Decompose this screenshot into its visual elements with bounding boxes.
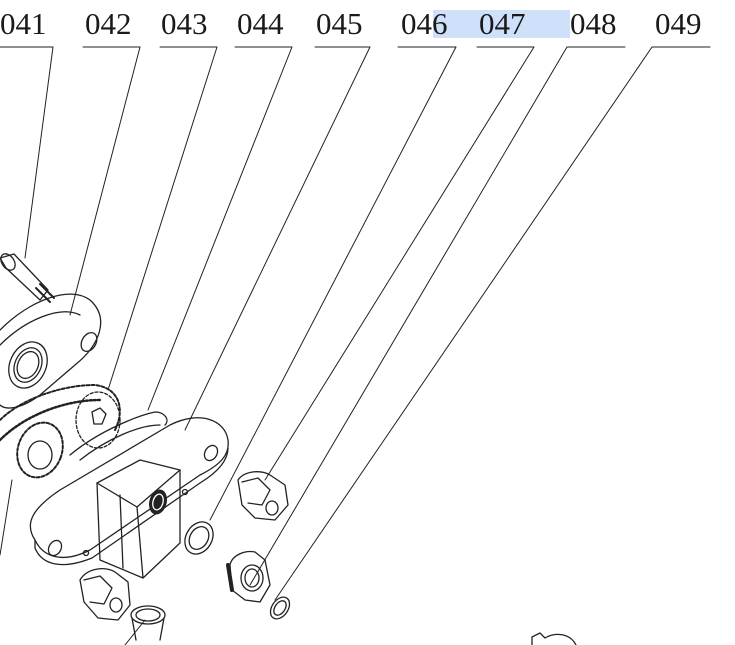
- callout-044: 044: [237, 6, 284, 41]
- leader-044: [147, 46, 293, 411]
- sealing-washer-046: [184, 521, 214, 555]
- callout-049: 049: [655, 6, 702, 41]
- leader-042: [69, 46, 141, 316]
- callout-046: 046: [401, 6, 448, 41]
- leader-lines: [0, 46, 711, 645]
- pump-body-045: [29, 417, 229, 579]
- leader-041: [0, 46, 54, 259]
- leader-043: [107, 46, 218, 391]
- leader-049: [274, 46, 711, 601]
- callout-043: 043: [161, 6, 208, 41]
- callout-042: 042: [85, 6, 132, 41]
- gasket-044: [69, 411, 168, 461]
- callout-045: 045: [316, 6, 363, 41]
- plug-lower: [130, 605, 166, 641]
- callout-041: 041: [0, 6, 47, 41]
- leader-046: [209, 46, 457, 521]
- o-ring-049: [269, 596, 291, 620]
- callout-047: 047: [479, 6, 526, 41]
- hex-nut-047: [237, 471, 289, 521]
- callout-048: 048: [570, 6, 617, 41]
- leader-045: [184, 46, 371, 431]
- gears-043: [0, 384, 121, 479]
- partial-part-bottom-right: [531, 632, 577, 645]
- cover-flange-042: [0, 293, 102, 409]
- leader-048: [249, 46, 626, 586]
- bolt-041: [0, 253, 55, 303]
- hex-nut-lower: [79, 568, 131, 621]
- leader-047: [264, 46, 535, 481]
- text-selection-highlight: [433, 10, 570, 38]
- threaded-fitting-048: [226, 550, 271, 603]
